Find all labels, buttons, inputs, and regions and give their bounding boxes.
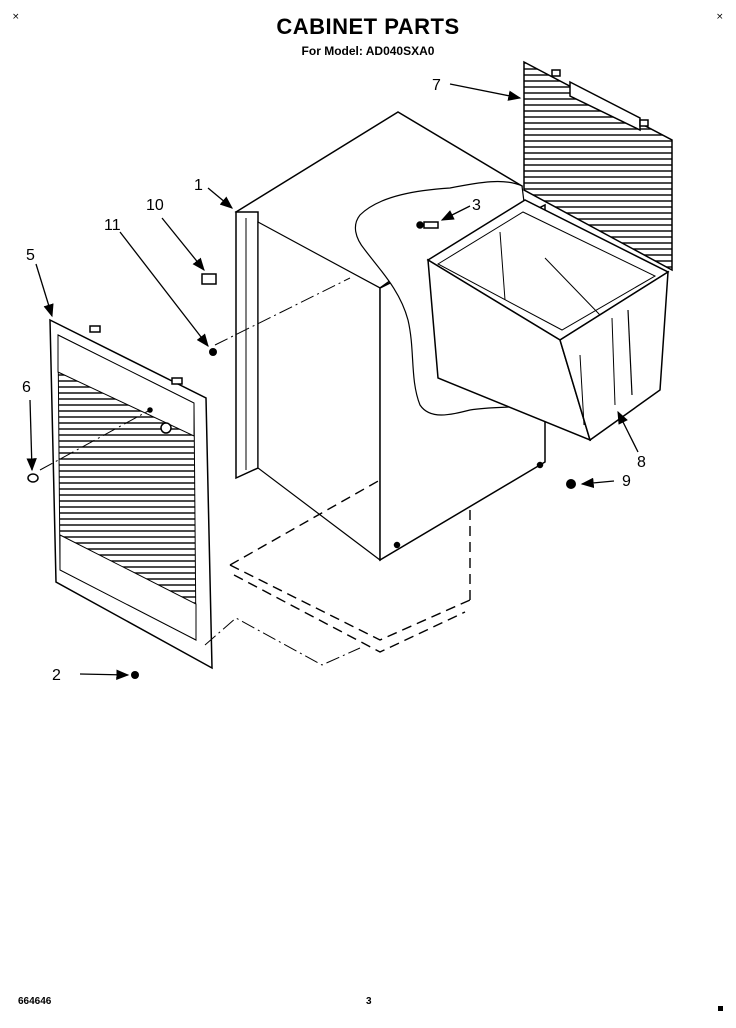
callout-6: 6 — [22, 379, 31, 396]
page-number: 3 — [366, 996, 372, 1007]
callout-8: 8 — [637, 454, 646, 471]
callout-5: 5 — [26, 247, 35, 264]
front-grille — [49, 318, 213, 670]
top-grille — [523, 60, 673, 272]
callout-10: 10 — [146, 197, 164, 214]
part-10-clip — [201, 273, 217, 285]
callout-1: 1 — [194, 177, 203, 194]
model-subtitle: For Model: AD040SXA0 — [301, 44, 435, 58]
part-2-screw — [131, 671, 139, 679]
callout-9: 9 — [622, 473, 631, 490]
part-3-pin — [416, 221, 439, 229]
corner-mark-right: × — [716, 12, 724, 22]
part-6-plug — [27, 473, 39, 483]
tub-container — [426, 199, 670, 442]
callout-11: 11 — [104, 217, 121, 234]
base-dashed-outline — [229, 479, 471, 653]
callout-2: 2 — [52, 667, 61, 684]
dash-dot-leaders — [39, 277, 361, 666]
callout-3: 3 — [472, 197, 481, 214]
callout-7: 7 — [432, 77, 441, 94]
page-title: CABINET PARTS — [276, 14, 460, 39]
corner-mark-left: × — [12, 12, 20, 22]
document-number: 664646 — [18, 996, 52, 1007]
part-11-screw — [209, 348, 217, 356]
part-9-screw — [566, 479, 576, 489]
leader-arrows — [26, 83, 639, 680]
corner-dot — [718, 1006, 723, 1011]
